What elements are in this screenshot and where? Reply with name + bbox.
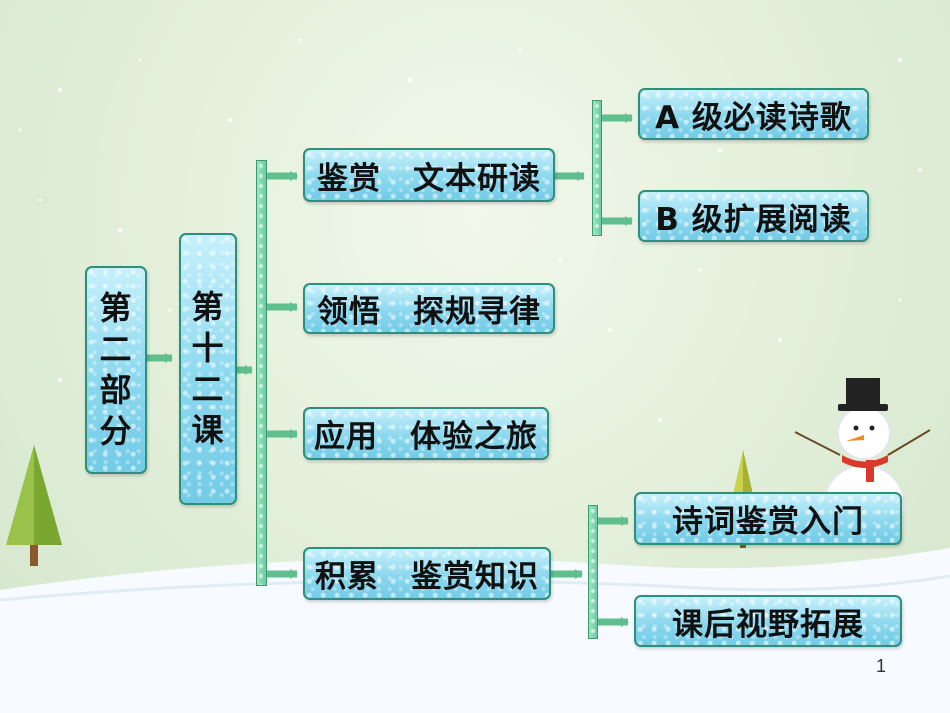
section-node-1-label: 鉴赏 文本研读 — [317, 160, 541, 197]
section-node-3-label: 应用 体验之旅 — [314, 419, 538, 455]
child-node-b-reading: B 级扩展阅读 — [638, 190, 869, 242]
section-node-1: 鉴赏 文本研读 — [303, 148, 555, 202]
snowflakes — [18, 38, 922, 692]
child-node-poetry-intro: 诗词鉴赏入门 — [634, 492, 902, 545]
branch-bar-section-4 — [588, 505, 598, 639]
page-number: 1 — [876, 656, 887, 676]
lesson-node: 第十二课 — [179, 233, 237, 505]
child-node-extended-view-label: 课后视野拓展 — [672, 606, 864, 643]
pine-tree-left — [6, 445, 62, 566]
section-node-2-label: 领悟 探规寻律 — [317, 294, 541, 330]
branch-bar-lesson — [256, 160, 267, 586]
section-node-4-label: 积累 鉴赏知识 — [315, 559, 539, 595]
section-node-4: 积累 鉴赏知识 — [303, 547, 551, 600]
child-node-extended-view: 课后视野拓展 — [634, 595, 902, 647]
child-node-b-reading-label: B 级扩展阅读 — [655, 201, 852, 238]
section-node-3: 应用 体验之旅 — [303, 407, 549, 460]
lesson-node-label: 第十二课 — [191, 288, 225, 449]
child-node-a-poems-label: A 级必读诗歌 — [655, 99, 852, 136]
root-node: 第二部分 — [85, 266, 147, 474]
root-node-label: 第二部分 — [99, 289, 133, 450]
branch-bar-section-1 — [592, 100, 602, 236]
child-node-poetry-intro-label: 诗词鉴赏入门 — [672, 504, 864, 540]
child-node-a-poems: A 级必读诗歌 — [638, 88, 869, 140]
section-node-2: 领悟 探规寻律 — [303, 283, 555, 334]
